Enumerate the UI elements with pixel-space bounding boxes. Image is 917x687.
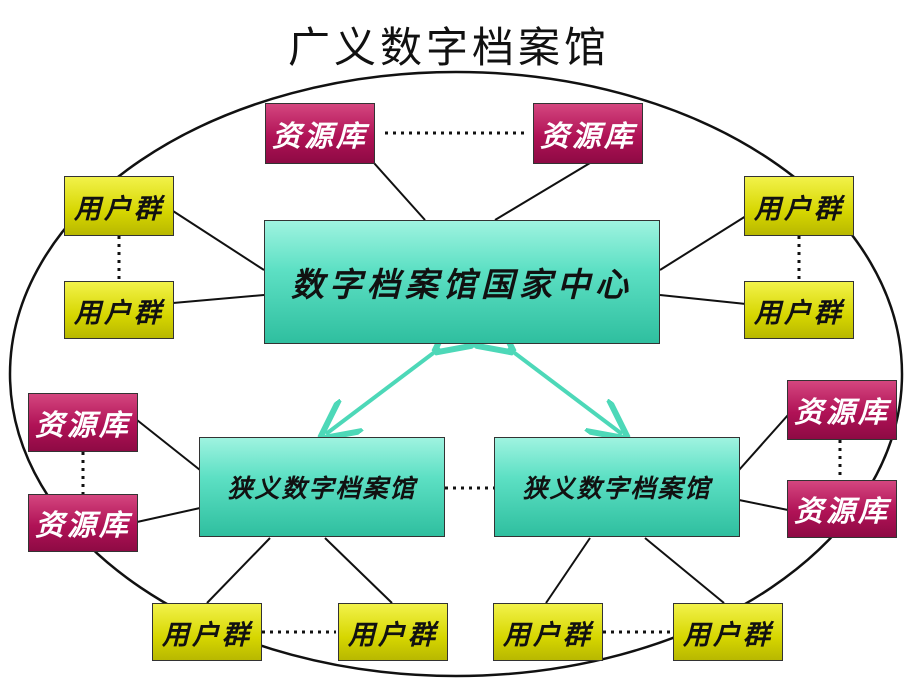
user-box-bottom-3: 用户群 xyxy=(493,603,603,661)
connector xyxy=(494,162,591,221)
connector xyxy=(659,215,747,271)
diagram-title: 广义数字档案馆 xyxy=(288,23,611,72)
connector xyxy=(545,537,591,604)
narrow-archive-left-box: 狭义数字档案馆 xyxy=(199,437,445,537)
resource-box-top-left: 资源库 xyxy=(265,103,375,164)
resource-box-right-upper: 资源库 xyxy=(787,380,897,440)
user-box-bottom-1: 用户群 xyxy=(152,603,262,661)
connector xyxy=(172,210,265,271)
resource-box-left-lower: 资源库 xyxy=(28,494,138,552)
user-box-bottom-4: 用户群 xyxy=(673,603,783,661)
connector xyxy=(644,537,725,604)
connector xyxy=(324,537,393,604)
bidirectional-arrow xyxy=(326,348,440,434)
connector xyxy=(172,294,265,304)
connector xyxy=(738,499,789,511)
connector xyxy=(659,294,747,305)
user-box-right-lower: 用户群 xyxy=(744,281,854,339)
connector xyxy=(206,537,271,604)
national-center-box: 数字档案馆国家中心 xyxy=(264,220,660,344)
outer-ellipse xyxy=(8,70,904,678)
resource-box-right-lower: 资源库 xyxy=(787,480,897,538)
resource-box-left-upper: 资源库 xyxy=(28,393,138,452)
bidirectional-arrow xyxy=(508,348,622,434)
user-box-left-upper: 用户群 xyxy=(64,176,174,236)
user-box-left-lower: 用户群 xyxy=(64,281,174,339)
narrow-archive-right-box: 狭义数字档案馆 xyxy=(494,437,740,537)
connector xyxy=(373,162,426,221)
connector xyxy=(136,507,201,523)
connector xyxy=(738,414,789,471)
user-box-right-upper: 用户群 xyxy=(744,176,854,236)
resource-box-top-right: 资源库 xyxy=(533,103,643,164)
connector xyxy=(136,419,201,471)
user-box-bottom-2: 用户群 xyxy=(338,603,448,661)
